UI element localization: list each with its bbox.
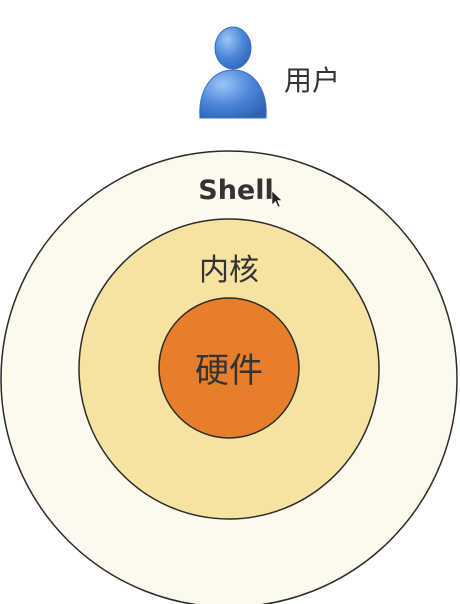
hardware-core [158,297,300,439]
user-icon-body [199,69,267,119]
hardware-label: 硬件 [195,351,263,391]
shell-label: Shell [198,175,274,206]
user-icon-head [214,26,252,70]
user-icon [199,26,267,119]
user-label: 用户 [284,64,340,97]
kernel-label: 内核 [199,253,259,288]
mouse-cursor-icon [271,190,283,208]
